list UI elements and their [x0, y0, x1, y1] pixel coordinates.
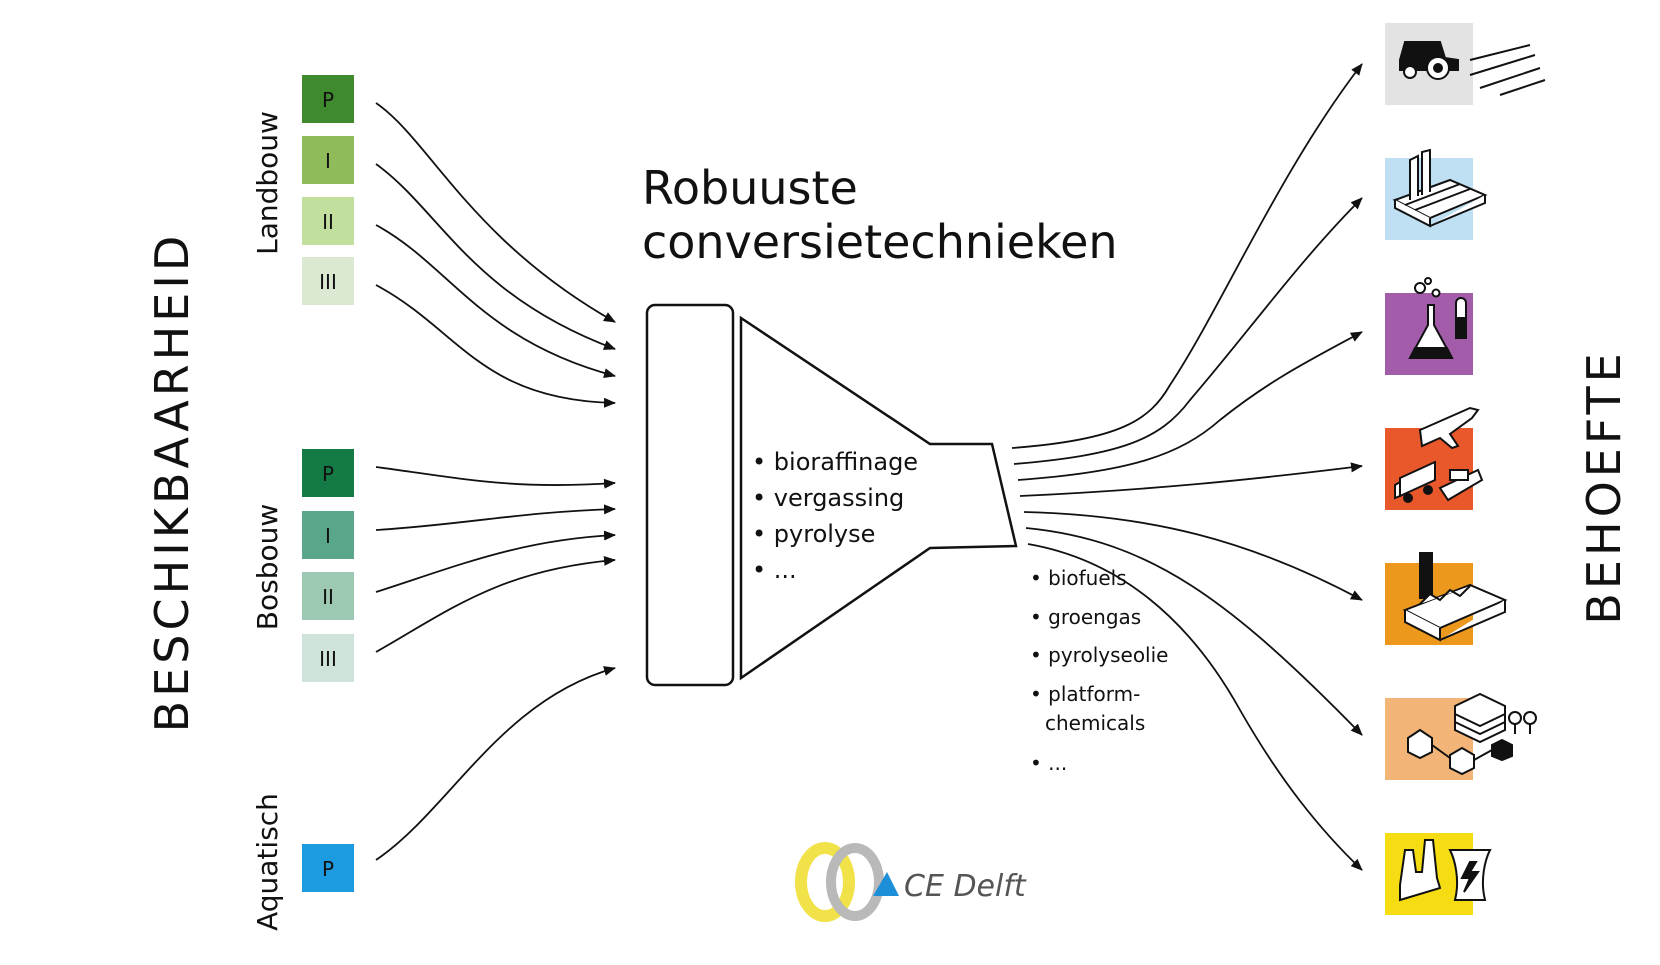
source-box-bosbouw-i: I [302, 511, 354, 559]
source-box-label: III [319, 647, 337, 671]
logo-ring [826, 843, 884, 921]
input-arrow [375, 666, 616, 861]
availability-title: BESCHIKBAARHEID [145, 232, 199, 733]
funnel-intake-box [645, 303, 735, 687]
input-arrow [375, 284, 616, 408]
technique-item: • bioraffinage [752, 448, 918, 476]
source-label-aquatisch: Aquatisch [251, 793, 284, 931]
source-box-fill [302, 634, 354, 682]
input-arrow [375, 504, 616, 531]
output-arrow [1025, 527, 1363, 736]
factory-icon [1385, 552, 1508, 645]
source-box-bosbouw-iii: III [302, 634, 354, 682]
output-arrows [1011, 63, 1363, 871]
source-box-label: P [322, 857, 334, 881]
source-box-fill [302, 75, 354, 123]
transport-plane-truck-ship-icon [1385, 406, 1484, 510]
source-box-fill [302, 572, 354, 620]
source-label-bosbouw: Bosbouw [251, 504, 284, 630]
built-environment-icon [1385, 692, 1537, 780]
output-arrow [1011, 63, 1363, 449]
input-arrows [375, 102, 616, 861]
source-box-bosbouw-ii: II [302, 572, 354, 620]
source-box-fill [302, 511, 354, 559]
input-arrow [375, 555, 616, 653]
source-label-landbouw: Landbouw [251, 111, 284, 255]
logo-ring [795, 842, 855, 922]
output-arrow [1013, 197, 1363, 465]
source-box-label: III [319, 270, 337, 294]
demand-title: BEHOEFTE [1577, 349, 1631, 624]
logo-ring-mark [795, 842, 899, 922]
conversion-funnel [645, 303, 1018, 687]
paper-rolls-icon [1385, 148, 1488, 240]
source-box-label: II [322, 585, 334, 609]
logo-text: CE Delft [904, 869, 1027, 904]
product-item: • biofuels [1030, 566, 1127, 590]
source-box-label: I [325, 149, 331, 173]
source-box-fill [302, 449, 354, 497]
source-box-fill [302, 844, 354, 892]
product-item: chemicals [1045, 711, 1145, 735]
source-box-fill [302, 136, 354, 184]
chemistry-flask-icon [1385, 277, 1473, 375]
output-arrow [1019, 462, 1363, 497]
center-title-line2: conversietechnieken [642, 215, 1118, 269]
input-arrow [375, 163, 616, 350]
source-box-fill [302, 197, 354, 245]
logo-triangle [873, 872, 899, 896]
source-box-landbouw-p: P [302, 75, 354, 123]
source-box-bosbouw-p: P [302, 449, 354, 497]
funnel-cone [739, 315, 1018, 681]
technique-item: • vergassing [752, 484, 904, 512]
product-item: • platform- [1030, 682, 1140, 706]
source-box-landbouw-iii: III [302, 257, 354, 305]
source-box-fill [302, 257, 354, 305]
power-plant-icon [1385, 833, 1492, 915]
center-title-line1: Robuuste [642, 161, 858, 215]
technique-item: • pyrolyse [752, 520, 875, 548]
input-arrow [375, 530, 616, 593]
source-box-label: P [322, 88, 334, 112]
product-item: • pyrolyseolie [1030, 643, 1168, 667]
output-arrow [1017, 331, 1363, 481]
source-box-label: II [322, 210, 334, 234]
product-item: • groengas [1030, 605, 1141, 629]
ce-delft-logo: CE Delft [795, 842, 1027, 922]
output-arrow [1023, 511, 1363, 601]
input-arrow [375, 466, 616, 489]
product-item: • ... [1030, 751, 1067, 775]
input-arrow [375, 102, 616, 323]
source-box-landbouw-ii: II [302, 197, 354, 245]
source-box-label: P [322, 462, 334, 486]
source-box-aquatisch-p: P [302, 844, 354, 892]
source-box-landbouw-i: I [302, 136, 354, 184]
input-arrow [375, 224, 616, 378]
technique-item: • ... [752, 556, 797, 584]
tractor-field-icon [1385, 23, 1546, 105]
output-arrow [1027, 543, 1363, 871]
source-box-label: I [325, 524, 331, 548]
